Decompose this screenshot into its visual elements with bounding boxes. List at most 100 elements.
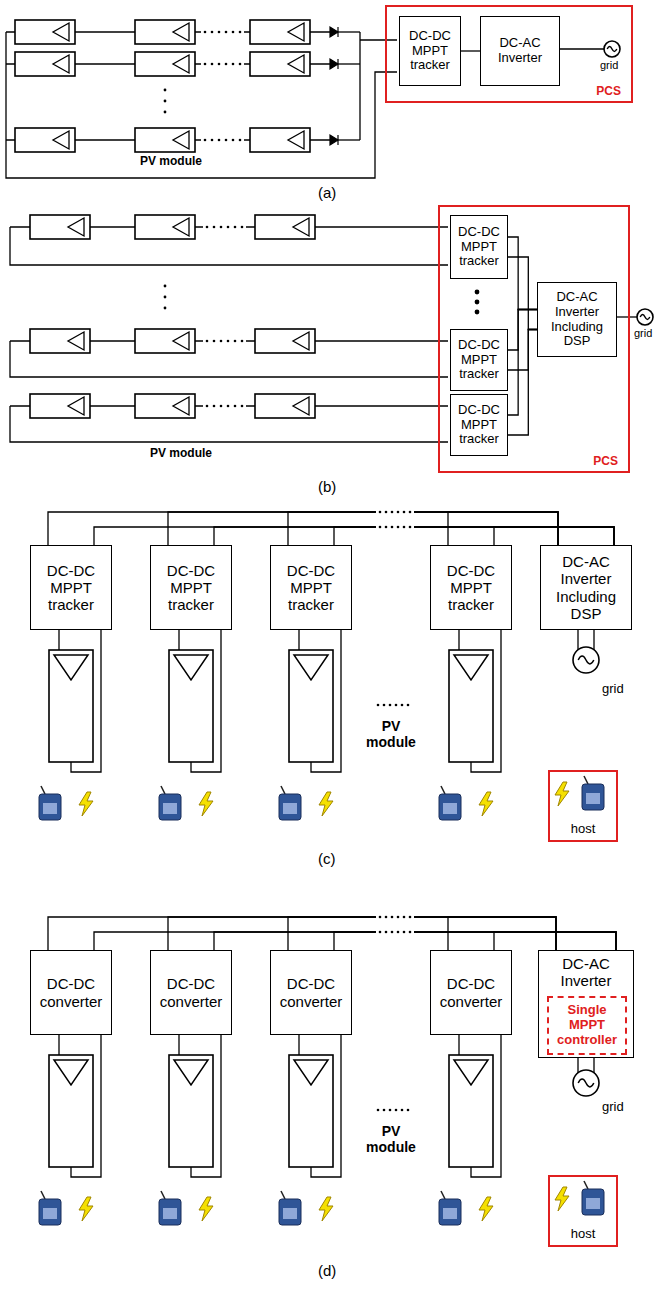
gap-patch <box>376 523 414 531</box>
component-label: PV module <box>361 1123 421 1155</box>
wireless-module-icon <box>159 1191 181 1225</box>
converter-box: DC-DC MPPT tracker <box>150 545 232 630</box>
converter-box: DC-DC MPPT tracker <box>450 329 508 391</box>
converter-box: DC-DC converter <box>270 950 352 1035</box>
caption-label: (d) <box>318 1262 336 1279</box>
antenna <box>161 1191 165 1199</box>
ellipsis-dot <box>227 226 230 229</box>
ellipsis-dot <box>225 139 228 142</box>
pv-module <box>250 52 310 76</box>
pv-module-frame <box>449 650 493 762</box>
pv-cell-symbol <box>288 23 304 41</box>
ellipsis-dot <box>232 31 235 34</box>
gap-patch <box>201 60 244 68</box>
antenna <box>441 1191 445 1199</box>
wireless-module-icon <box>279 786 301 820</box>
grid-symbol <box>573 1070 599 1096</box>
pv-module-frame <box>49 1055 93 1167</box>
ellipsis-dot <box>391 931 394 934</box>
chip <box>283 803 297 814</box>
host-box: host <box>548 770 618 842</box>
wire <box>338 139 360 140</box>
board <box>439 1199 461 1225</box>
pv-cell-symbol <box>454 655 488 680</box>
pv-module-frame <box>250 20 310 44</box>
pv-module <box>135 394 195 418</box>
pv-module-frame <box>289 1055 333 1167</box>
ellipsis-dot <box>239 63 242 66</box>
grid-sine <box>578 1079 594 1087</box>
ellipsis-dot <box>220 340 223 343</box>
converter-box: DC-DC MPPT tracker <box>450 394 508 456</box>
pv-module-frame <box>15 128 75 152</box>
mppt-controller-box: Single MPPT controller <box>547 996 627 1055</box>
gap-patch <box>376 928 414 936</box>
ellipsis-dot <box>395 704 398 707</box>
ellipsis-dot <box>220 226 223 229</box>
ellipsis-dot <box>213 340 216 343</box>
pv-module-frame <box>135 128 195 152</box>
ellipsis-dot <box>379 511 382 514</box>
pv-cell-symbol <box>54 655 88 680</box>
gap-patch <box>201 28 244 36</box>
wireless-module-icon <box>582 1181 604 1215</box>
pv-cell-symbol <box>54 1060 88 1085</box>
caption-label: (c) <box>318 850 336 867</box>
pv-cell-symbol <box>173 23 189 41</box>
box-label: DC-DC MPPT tracker <box>435 562 507 614</box>
ellipsis-dot <box>407 704 410 707</box>
antenna <box>584 776 588 784</box>
pv-cell-symbol <box>293 332 309 350</box>
ellipsis-dot <box>403 916 406 919</box>
board <box>39 1199 61 1225</box>
ellipsis-dot <box>383 704 386 707</box>
power-bus-connector <box>48 512 614 545</box>
pv-module <box>15 20 75 44</box>
box-label: DC-AC Inverter Including DSP <box>542 290 612 350</box>
antenna <box>584 1181 588 1189</box>
lightning-icon <box>555 782 569 806</box>
board <box>159 1199 181 1225</box>
board <box>439 794 461 820</box>
ellipsis-dot <box>234 405 237 408</box>
pv-module <box>250 128 310 152</box>
gap-patch <box>374 701 412 709</box>
ellipsis-dot <box>213 226 216 229</box>
pv-module-frame <box>169 1055 213 1167</box>
chip <box>443 1208 457 1219</box>
pv-cell-symbol <box>174 1060 208 1085</box>
ellipsis-dot <box>227 405 230 408</box>
wire <box>298 1035 299 1055</box>
ellipsis-dot <box>385 511 388 514</box>
antenna <box>281 786 285 794</box>
converter-box: DC-DC converter <box>150 950 232 1035</box>
caption-label: grid <box>634 327 652 340</box>
box-label: DC-DC converter <box>435 975 507 1010</box>
wire <box>593 630 594 650</box>
pv-module <box>289 1055 333 1167</box>
converter-box: DC-DC MPPT tracker <box>450 215 508 279</box>
ellipsis-dot <box>241 405 244 408</box>
component-label: PV module <box>150 447 212 461</box>
chip <box>163 1208 177 1219</box>
ellipsis-dot <box>475 310 480 315</box>
ellipsis-dot <box>213 405 216 408</box>
ellipsis-dot <box>225 63 228 66</box>
ellipsis-dot <box>475 300 480 305</box>
grid-circle <box>573 647 599 673</box>
wire <box>338 63 360 64</box>
ellipsis-dot <box>397 931 400 934</box>
box-label: DC-DC converter <box>155 975 227 1010</box>
pv-module <box>255 329 315 353</box>
ellipsis-dot <box>407 1109 410 1112</box>
converter-box: DC-DC converter <box>30 950 112 1035</box>
pv-cell-symbol <box>173 332 189 350</box>
board <box>582 784 604 810</box>
ellipsis-dot <box>475 290 480 295</box>
wire <box>178 630 179 650</box>
power-bus-connector <box>461 50 480 51</box>
converter-box: DC-AC Inverter Including DSP <box>540 545 632 630</box>
pv-module-frame <box>49 650 93 762</box>
converter-box: DC-DC MPPT tracker <box>30 545 112 630</box>
